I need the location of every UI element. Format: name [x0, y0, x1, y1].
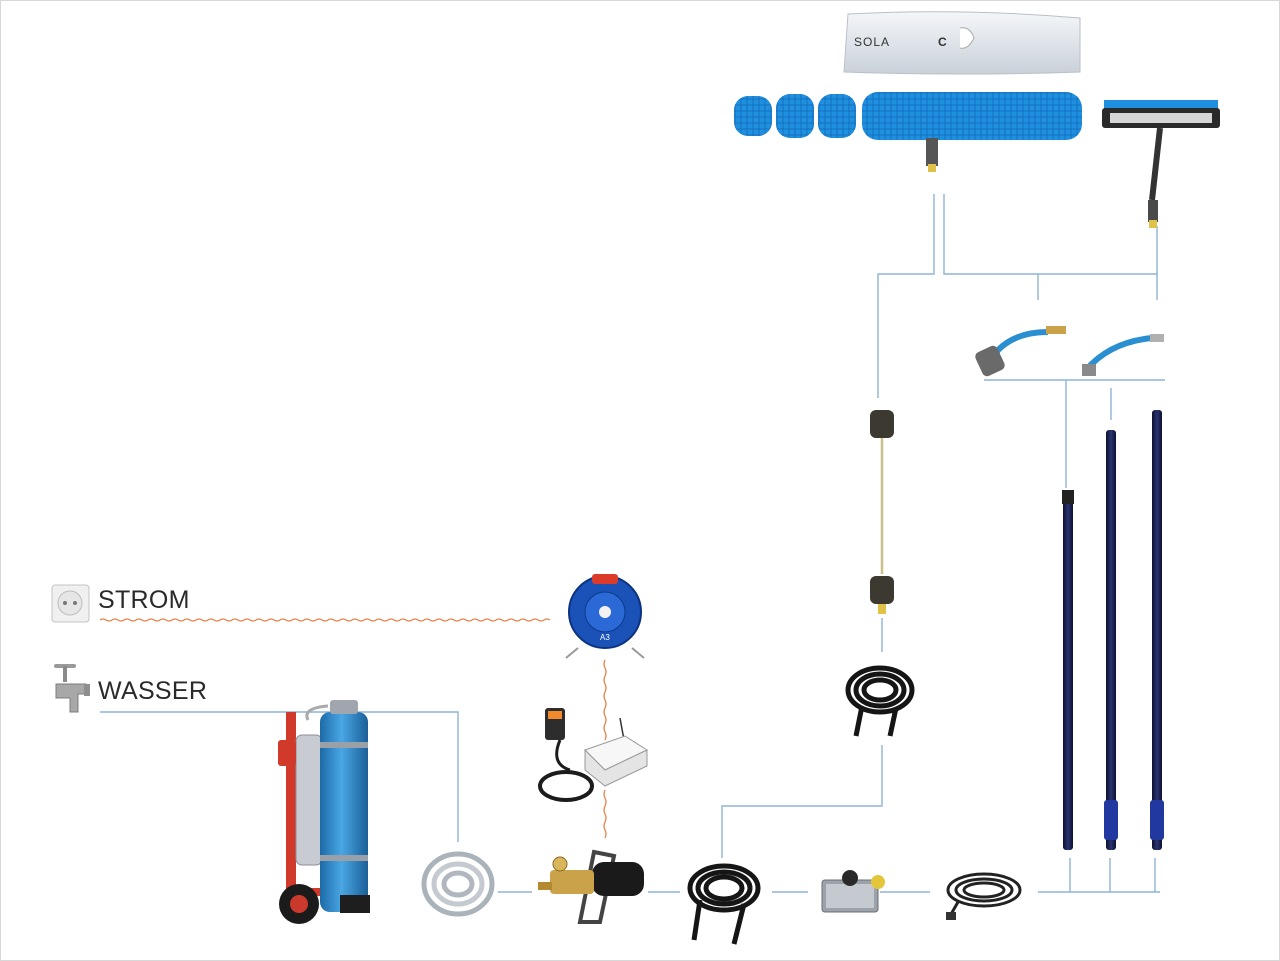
water-tap-icon	[54, 664, 90, 713]
water-lines	[100, 194, 1165, 893]
pump-unit-icon	[538, 849, 644, 924]
flow-meter-icon	[821, 870, 885, 913]
hose-reel-icon	[845, 665, 915, 737]
water-label: WASSER	[98, 677, 208, 705]
angle-adapter-icon	[975, 326, 1066, 377]
power-label: STROM	[98, 586, 190, 614]
cable-coil-icon	[946, 872, 1022, 920]
cable-reel-icon: A3	[565, 574, 645, 659]
power-socket-icon	[51, 584, 90, 623]
pump-controller-icon	[538, 708, 649, 802]
roller-brush-icon	[734, 92, 1082, 172]
brand-text-model: C	[938, 35, 947, 49]
svg-text:A3: A3	[600, 633, 610, 642]
telescopic-pole-icon	[1062, 490, 1074, 850]
filter-trolley-icon	[278, 700, 370, 924]
angle-adapter-icon	[1082, 334, 1164, 376]
brand-text: SOLA	[854, 35, 890, 49]
telescopic-pole-icon	[1150, 410, 1164, 850]
hose-coil-icon	[421, 851, 495, 917]
power-lines	[99, 618, 607, 839]
hose-reel-icon	[687, 863, 761, 945]
extension-hose-icon	[870, 410, 894, 614]
telescopic-pole-icon	[1104, 430, 1118, 850]
brush-cover-icon: SOLA C	[843, 11, 1081, 75]
flat-brush-icon	[1102, 100, 1220, 228]
